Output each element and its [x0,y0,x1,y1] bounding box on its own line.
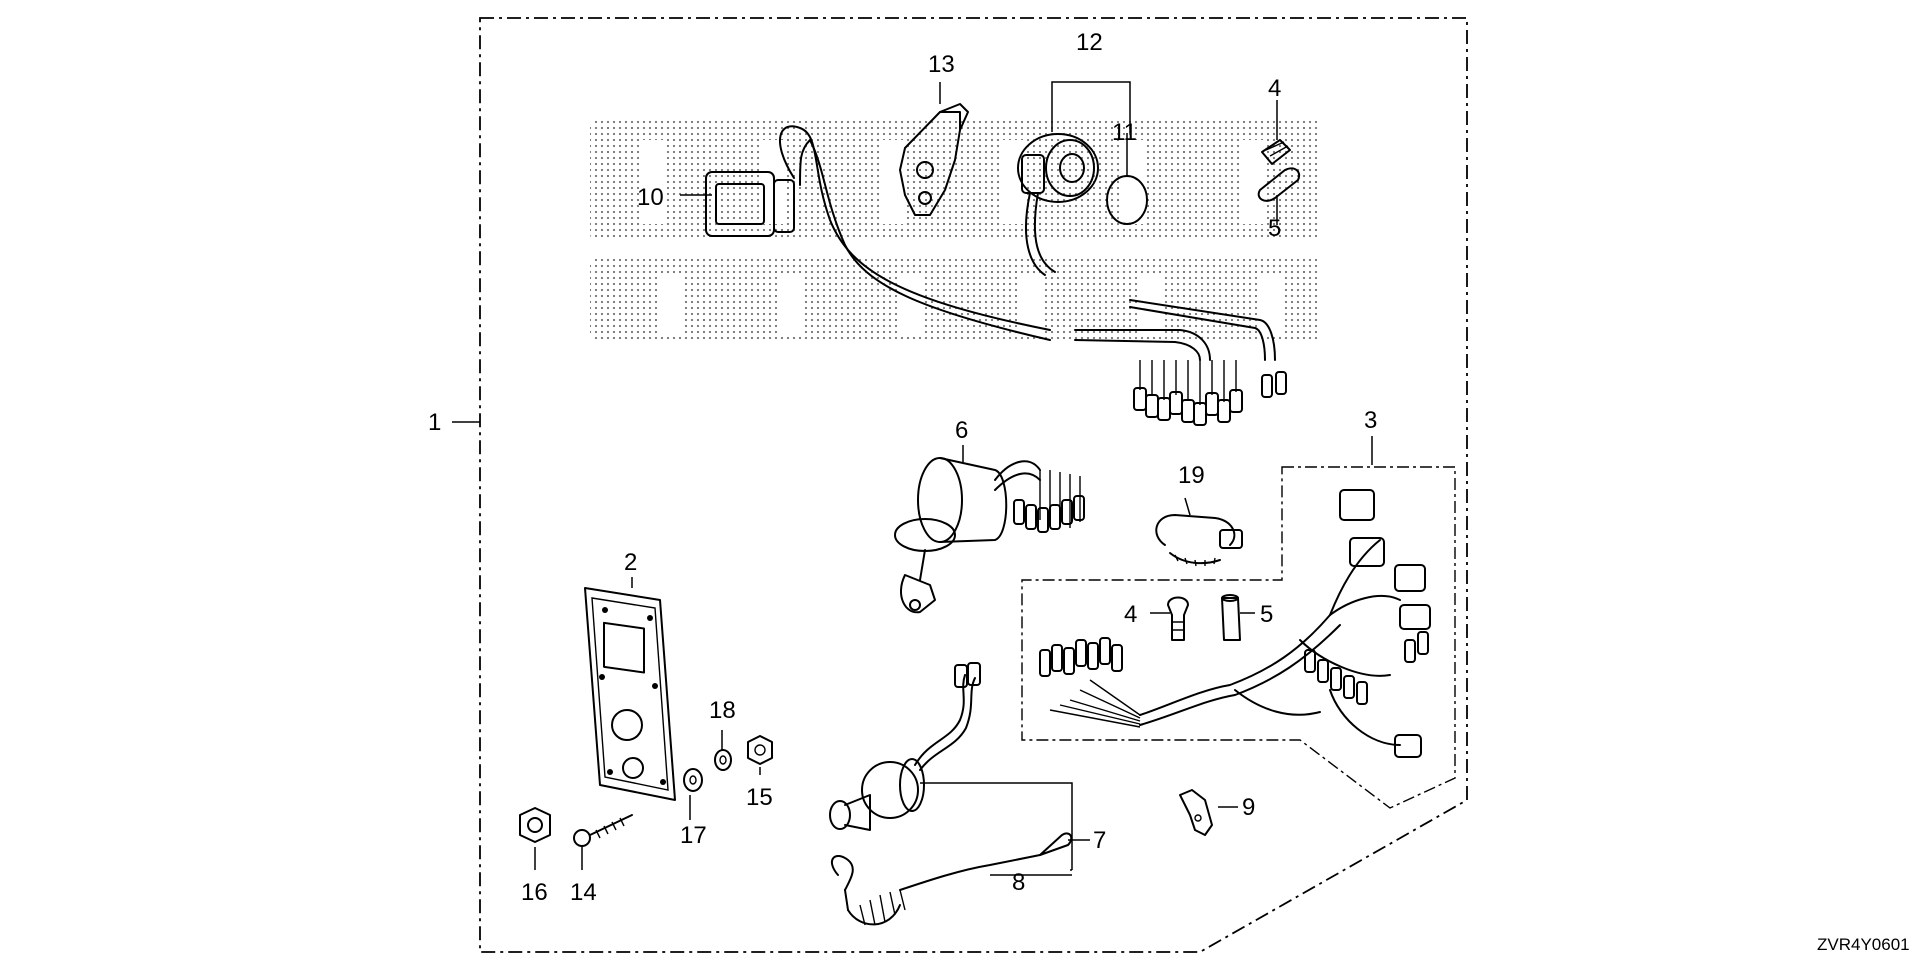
callout-4-upper: 4 [1268,75,1281,102]
upper-connector-bundle [1133,360,1287,426]
harness-frame [1021,466,1456,809]
callout-5-upper: 5 [1268,215,1281,242]
part-17-washer [683,768,703,792]
leader-lines [452,81,1373,876]
part-5-lower-tube [1221,594,1241,641]
part-4-upper-grommet [1261,139,1291,165]
part-15-nut [747,735,773,765]
callout-3: 3 [1364,407,1377,434]
part-12-buzzer [1017,133,1099,276]
part-14-screw [573,814,633,847]
part-5-upper-tube [1257,167,1301,202]
watermark [590,120,1320,340]
part-19-clamp [1155,514,1243,567]
part-6-ignition-switch [894,457,1085,614]
part-10-switch [705,125,1051,341]
callout-7: 7 [1093,827,1106,854]
callout-14: 14 [570,879,597,906]
callout-8: 8 [1012,869,1025,896]
main-cable-run [1074,299,1276,361]
callout-5-lower: 5 [1260,601,1273,628]
callout-1: 1 [428,409,441,436]
callout-6: 6 [955,417,968,444]
callout-17: 17 [680,822,707,849]
part-3-wire-harness [1039,489,1431,758]
callout-9: 9 [1242,794,1255,821]
callout-12: 12 [1076,29,1103,56]
part-8-lanyard [831,832,1073,926]
part-18-lockwasher [714,749,732,771]
callout-10: 10 [637,184,664,211]
callouts: 1 2 3 4 5 4 5 6 7 8 9 10 11 12 13 14 15 … [428,29,1377,906]
callout-11: 11 [1112,119,1137,146]
part-13-bracket [899,103,969,216]
part-9-clip [1179,789,1213,836]
part-2-panel [584,587,676,801]
kit-frame [479,17,1468,953]
callout-15: 15 [746,784,773,811]
diagram-code: ZVR4Y0601 [1817,935,1910,954]
callout-4-lower: 4 [1124,601,1137,628]
callout-13: 13 [928,51,955,78]
part-4-lower-plug [1167,596,1189,641]
callout-18: 18 [709,697,736,724]
callout-2: 2 [624,549,637,576]
part-16-nut [519,807,551,843]
callout-16: 16 [521,879,548,906]
part-7-stop-switch [829,662,981,831]
callout-19: 19 [1178,462,1205,489]
